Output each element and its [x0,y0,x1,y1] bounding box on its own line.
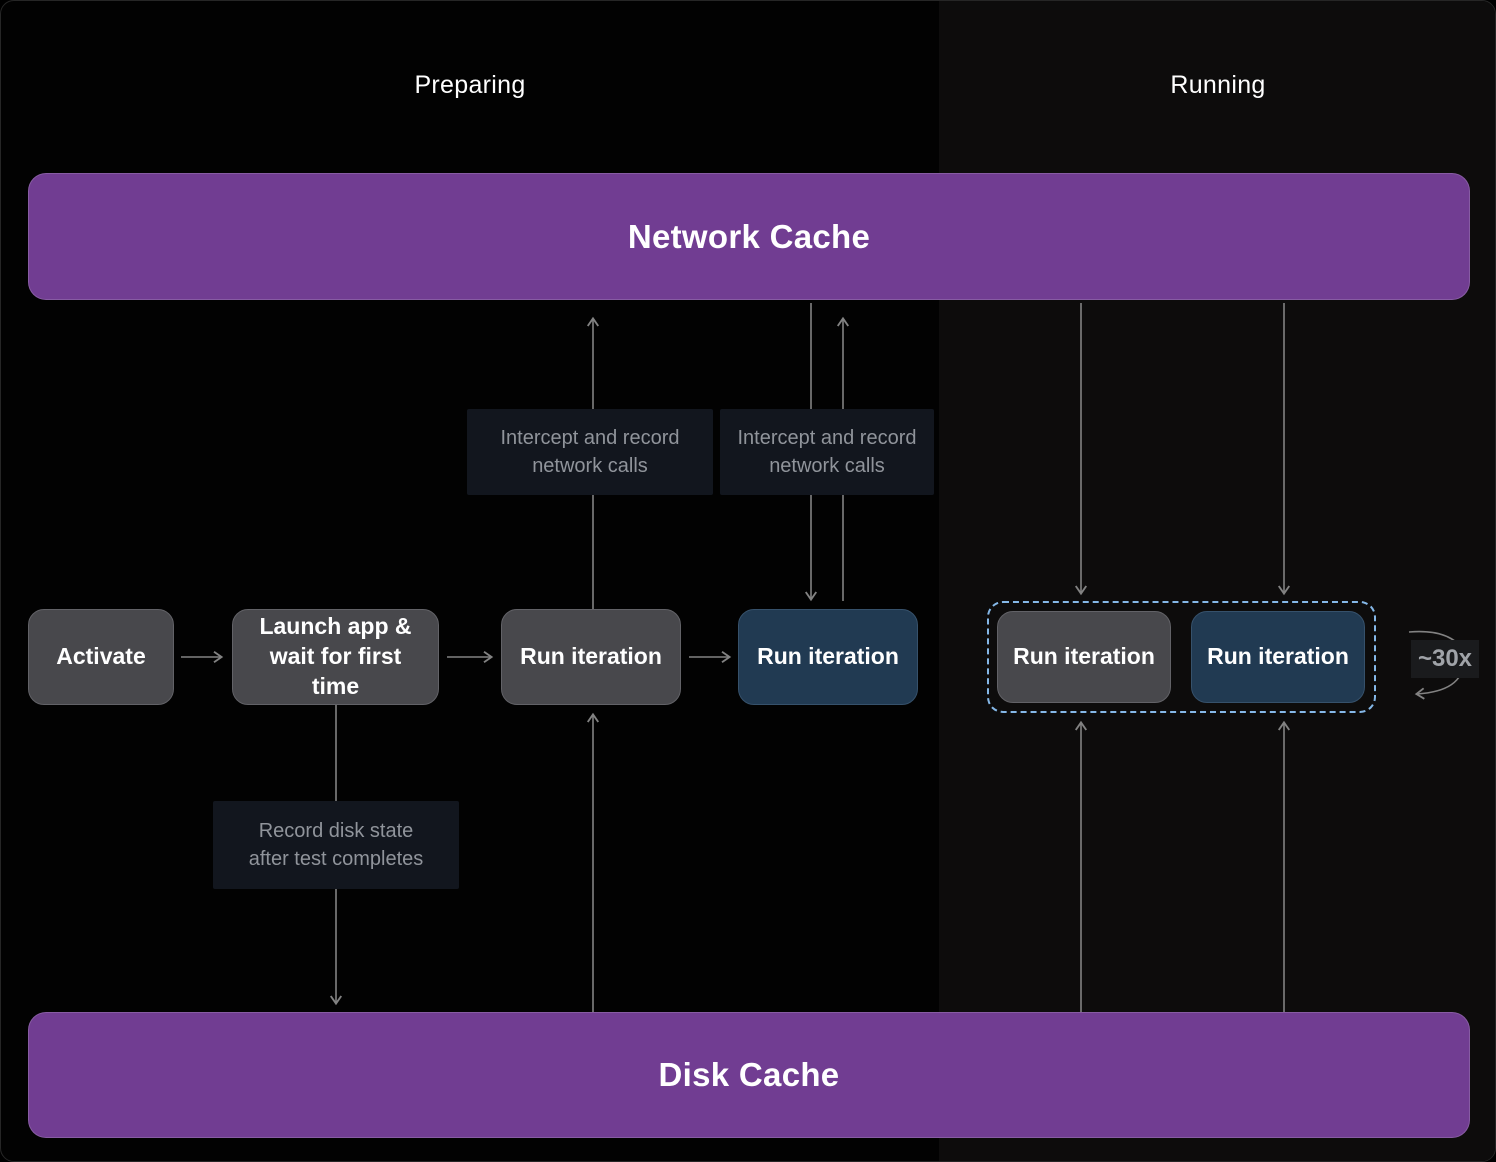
disk-cache-label: Disk Cache [658,1056,840,1093]
disk-cache-bar: Disk Cache [28,1012,1470,1138]
node-run-iteration-loop-a-label: Run iteration [1013,643,1155,670]
node-run-iteration-record: Run iteration [501,609,681,705]
section-label-running: Running [1170,71,1266,99]
node-activate: Activate [28,609,174,705]
node-run-iteration-record-label: Run iteration [520,643,662,670]
node-run-iteration-loop-b: Run iteration [1191,611,1365,703]
node-launch-app-label: Launch app & wait for first time [259,613,412,699]
node-launch-app: Launch app & wait for first time [232,609,439,705]
annotation-intercept-record-1-text: Intercept and record network calls [500,426,680,477]
running-loop-dashed-container [987,601,1376,713]
node-run-iteration-loop-a: Run iteration [997,611,1171,703]
annotation-intercept-record-2-text: Intercept and record network calls [737,426,917,477]
node-run-iteration-replay-label: Run iteration [757,643,899,670]
section-label-preparing: Preparing [414,71,526,99]
network-cache-label: Network Cache [627,217,871,255]
annotation-record-disk-state: Record disk state after test completes [213,801,459,889]
network-cache-bar: Network Cache [28,173,1470,300]
node-activate-label: Activate [56,643,146,670]
node-run-iteration-replay: Run iteration [738,609,918,705]
loop-count-badge: ~30x [1411,640,1479,678]
loop-count-text: ~30x [1417,645,1473,672]
annotation-record-disk-state-text: Record disk state after test completes [248,819,424,870]
annotation-intercept-record-1: Intercept and record network calls [467,409,713,495]
node-run-iteration-loop-b-label: Run iteration [1207,643,1349,670]
annotation-intercept-record-2: Intercept and record network calls [720,409,934,495]
